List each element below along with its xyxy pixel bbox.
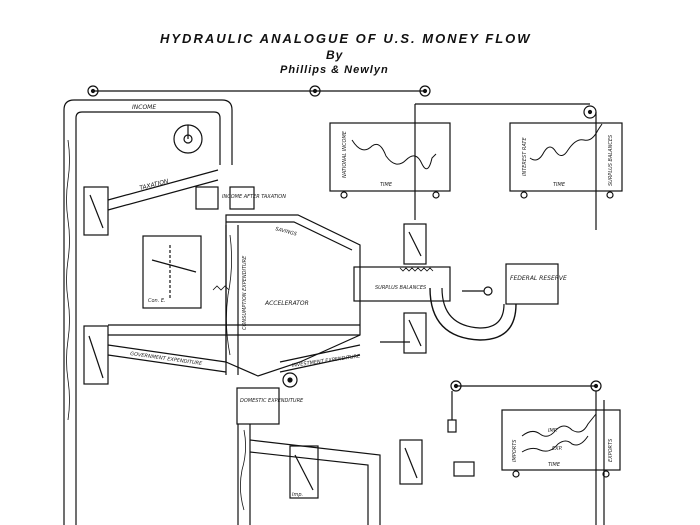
savings-label: SAVINGS (274, 226, 298, 238)
federal-reserve-tank: FEDERAL RESERVE (429, 263, 567, 341)
trade-series-imp: IMP. (548, 428, 558, 434)
expenditure-tank: SAVINGS ACCELERATOR CONSUMPTION EXPENDIT… (212, 214, 361, 377)
imp-label: Imp. (292, 492, 303, 498)
top-pulley-wire (87, 85, 597, 230)
trade-xlabel: TIME (548, 462, 561, 468)
interest-rate-graph: TIME INTEREST RATE SURPLUS BALANCES (509, 122, 623, 199)
surplus-balances-axis-label: SURPLUS BALANCES (608, 134, 614, 186)
national-income-graph: TIME NATIONAL INCOME (329, 122, 451, 199)
investment-valve-box (380, 312, 427, 354)
consumption-expenditure-label: CONSUMPTION EXPENDITURE (242, 255, 248, 330)
consumption-function-box: Con. E. (142, 235, 202, 309)
trade-series-exp: EXP. (552, 446, 563, 452)
trade-graph: IMP. EXP. TIME IMPORTS EXPORTS (501, 409, 621, 478)
surplus-balances-tank: SURPLUS BALANCES (353, 223, 451, 302)
investment-expenditure-label: INVESTMENT EXPENDITURE (291, 353, 361, 369)
import-section: Imp. (249, 439, 475, 525)
con-e-label: Con. E. (148, 298, 166, 304)
accelerator-label: ACCELERATOR (264, 300, 309, 307)
domestic-expenditure-tank: DOMESTIC EXPENDITURE (236, 372, 304, 525)
diagram-title-by: By (326, 48, 344, 62)
surplus-balances-label: SURPLUS BALANCES (375, 285, 427, 291)
expenditure-inflow-pipes: GOVERNMENT EXPENDITURE INVESTMENT EXPEND… (83, 324, 361, 385)
diagram-title: HYDRAULIC ANALOGUE OF U.S. MONEY FLOW (160, 31, 532, 46)
exports-axis-label: EXPORTS (608, 438, 614, 462)
national-income-ylabel: NATIONAL INCOME (342, 130, 348, 178)
trade-pulley-wire (447, 380, 605, 525)
domestic-expenditure-label: DOMESTIC EXPENDITURE (240, 398, 304, 404)
interest-rate-xlabel: TIME (553, 182, 566, 188)
imports-axis-label: IMPORTS (512, 439, 518, 462)
taxation-section: TAXATION INCOME AFTER TAXATION (83, 169, 286, 236)
income-pipe: INCOME (63, 99, 233, 525)
federal-reserve-label: FEDERAL RESERVE (510, 275, 567, 282)
income-after-taxation-label: INCOME AFTER TAXATION (222, 194, 286, 200)
pulley-wheel (173, 124, 203, 154)
income-label: INCOME (132, 104, 156, 111)
taxation-label: TAXATION (139, 178, 170, 192)
national-income-xlabel: TIME (380, 182, 393, 188)
interest-rate-ylabel: INTEREST RATE (522, 137, 528, 176)
diagram-authors: Phillips & Newlyn (280, 64, 389, 76)
